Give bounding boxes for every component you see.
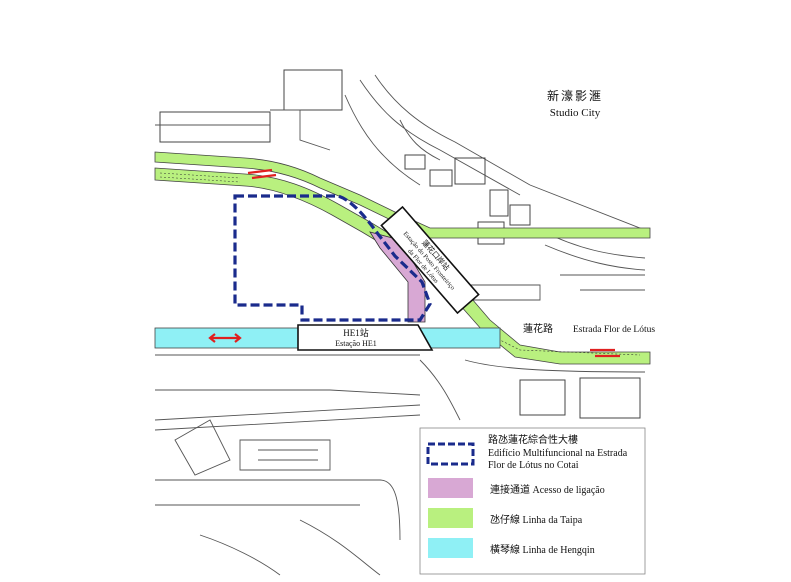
building-outline (159, 111, 271, 143)
direction-arrows (208, 168, 620, 358)
background-linework (154, 69, 646, 576)
road-edge (344, 94, 421, 186)
building-outline (454, 157, 486, 185)
legend-swatch-building (426, 442, 475, 466)
road-edge (544, 244, 646, 271)
road-edge (419, 359, 461, 421)
road-label-zh: 蓮花路 (523, 322, 553, 335)
legend: 路氹蓮花綜合性大樓 Edifício Multifuncional na Est… (419, 427, 646, 575)
legend-swatch-link (428, 478, 473, 498)
arrow-hengqin-icon (208, 333, 242, 343)
road-edge (155, 479, 401, 541)
track (159, 172, 241, 183)
road-edge (560, 274, 645, 291)
station-he1-box (297, 324, 434, 351)
road-edge (258, 449, 318, 461)
building-outline (404, 154, 426, 170)
station-he1-label-zh: HE1站 (343, 327, 369, 338)
building-outline (509, 204, 531, 226)
legend-swatch-hengqin (428, 538, 473, 558)
legend-building-pt1: Edifício Multifuncional na Estrada (488, 448, 628, 459)
building-outline (429, 169, 453, 187)
legend-hengqin: 橫琴線 Linha de Hengqin (490, 543, 595, 556)
road-edge (239, 439, 331, 471)
road-edge (199, 519, 381, 576)
track (479, 329, 641, 356)
legend-swatch-taipa (428, 508, 473, 528)
building-outline (489, 189, 509, 217)
road-edge (399, 119, 441, 161)
road-edge (529, 184, 646, 231)
station-lotus-box (380, 205, 480, 315)
arrow-taipa-east-icon (590, 348, 620, 358)
station-he1-label-pt: Estação HE1 (335, 339, 377, 348)
arrow-taipa-west-icon (247, 168, 277, 180)
road-edge (359, 79, 521, 196)
building-outline (579, 377, 641, 419)
road-edge (155, 354, 421, 396)
road-edge (464, 359, 646, 373)
road-edge (174, 419, 231, 476)
studio-city-label-en: Studio City (550, 107, 601, 119)
road-edge (469, 284, 541, 301)
legend-link: 連接通道 Acesso de ligação (490, 483, 605, 496)
building-outline (283, 69, 343, 111)
studio-city-label-zh: 新濠影滙 (547, 88, 603, 103)
legend-building-zh: 路氹蓮花綜合性大樓 (488, 433, 578, 446)
station-he1: HE1站 Estação HE1 (297, 324, 434, 351)
taipa-line-main (154, 167, 651, 365)
road-label-pt: Estrada Flor de Lótus (573, 325, 655, 335)
road-edge (155, 109, 331, 151)
legend-building-pt2: Flor de Lótus no Cotai (488, 460, 579, 471)
road-edge (154, 404, 421, 431)
legend-taipa: 氹仔線 Linha da Taipa (490, 513, 583, 526)
multifunctional-building-outline (233, 194, 432, 322)
road-edge (374, 74, 531, 186)
building-outline (519, 379, 566, 416)
